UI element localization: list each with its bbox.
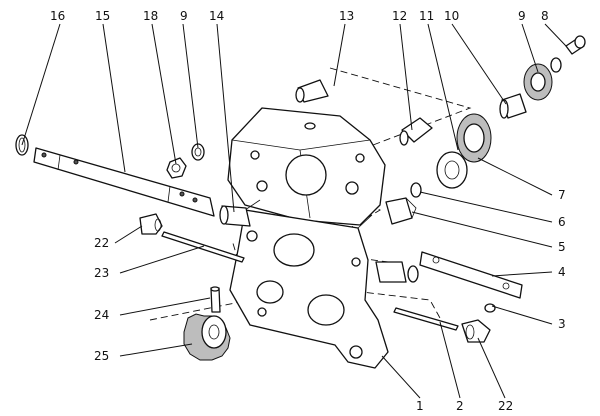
bushing-14 (219, 205, 251, 227)
label-24: 24 (94, 308, 109, 322)
label-22a: 22 (94, 236, 109, 250)
pin-2 (393, 307, 459, 331)
leader-lines (21, 23, 567, 399)
label-2: 2 (456, 399, 464, 413)
bearing-11 (436, 113, 492, 189)
pin-23 (161, 231, 245, 263)
nut-22-left (139, 213, 163, 235)
bar-4 (419, 251, 523, 299)
bolt-8 (565, 35, 586, 55)
label-3: 3 (558, 317, 566, 331)
bushing-right (375, 261, 419, 283)
label-13: 13 (339, 9, 354, 23)
label-15: 15 (95, 9, 110, 23)
screw-3 (484, 303, 496, 313)
pin-12 (399, 117, 433, 146)
label-9a: 9 (180, 9, 188, 23)
nut-18 (166, 157, 187, 179)
gear-25 (183, 313, 231, 361)
label-12: 12 (392, 9, 407, 23)
washer-9-right (550, 57, 562, 73)
housing-block (227, 107, 389, 369)
label-25: 25 (94, 349, 109, 363)
label-7: 7 (558, 188, 566, 202)
label-9b: 9 (518, 9, 526, 23)
bushing-6 (410, 182, 422, 198)
nut-22-right (461, 319, 491, 343)
bearing-right (523, 63, 553, 101)
label-22b: 22 (498, 399, 513, 413)
label-11: 11 (419, 9, 434, 23)
shaft-15 (33, 147, 215, 217)
block-5 (385, 197, 417, 225)
label-23: 23 (94, 266, 109, 280)
label-8: 8 (541, 9, 549, 23)
label-6: 6 (558, 215, 566, 229)
label-4: 4 (558, 265, 566, 279)
pin-24 (210, 286, 221, 313)
label-16: 16 (50, 9, 65, 23)
label-14: 14 (209, 9, 224, 23)
bushing-10 (499, 93, 527, 119)
label-5: 5 (558, 240, 566, 254)
label-10: 10 (444, 9, 459, 23)
label-1: 1 (416, 399, 424, 413)
pin-13 (295, 79, 329, 103)
label-18: 18 (143, 9, 158, 23)
callout-labels: 16 15 18 9 14 13 12 11 10 9 8 7 6 5 4 3 … (50, 9, 566, 413)
